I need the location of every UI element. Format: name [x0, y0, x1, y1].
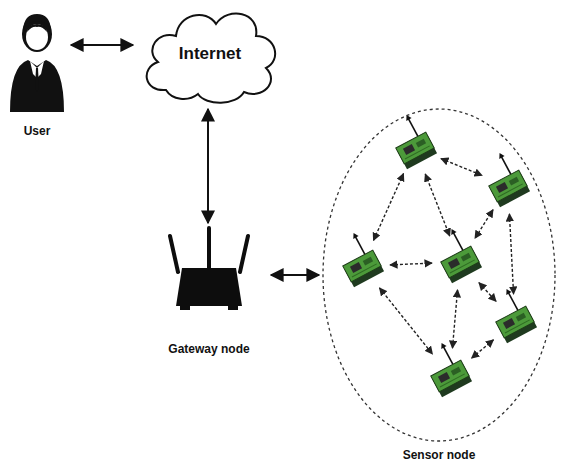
- connector-arrow: [271, 274, 319, 276]
- sensor-mote: [384, 111, 437, 169]
- mesh-link: [452, 290, 457, 348]
- mesh-link: [479, 283, 496, 302]
- cloud-label: Internet: [179, 44, 241, 64]
- sensor-mote: [331, 229, 384, 287]
- mesh-link: [472, 340, 494, 358]
- node-shape: [322, 108, 556, 462]
- mesh-link: [475, 210, 493, 239]
- sensor-motes: [331, 111, 537, 397]
- sensor-mote: [419, 339, 472, 397]
- connector-arrow: [207, 109, 209, 223]
- node-caption: Sensor node: [403, 448, 476, 462]
- sensor-mote: [477, 149, 530, 207]
- node-caption: User: [24, 124, 51, 138]
- node-shape: [150, 226, 268, 356]
- mesh-link: [379, 288, 432, 354]
- gateway-node: Gateway node: [150, 226, 268, 356]
- sensor-mote: [484, 285, 537, 343]
- mesh-link: [373, 174, 403, 241]
- mesh-link: [441, 159, 482, 176]
- internet-cloud: Internet: [136, 2, 284, 106]
- mesh-link: [509, 214, 513, 294]
- mesh-link: [425, 174, 449, 236]
- mesh-link: [390, 263, 432, 265]
- sensor-mote: [429, 225, 482, 283]
- connector-arrow: [71, 44, 133, 46]
- user-node: User: [6, 4, 68, 138]
- node-caption: Gateway node: [168, 342, 249, 356]
- sensor-field: Sensor node: [322, 108, 556, 462]
- node-shape: [6, 4, 68, 138]
